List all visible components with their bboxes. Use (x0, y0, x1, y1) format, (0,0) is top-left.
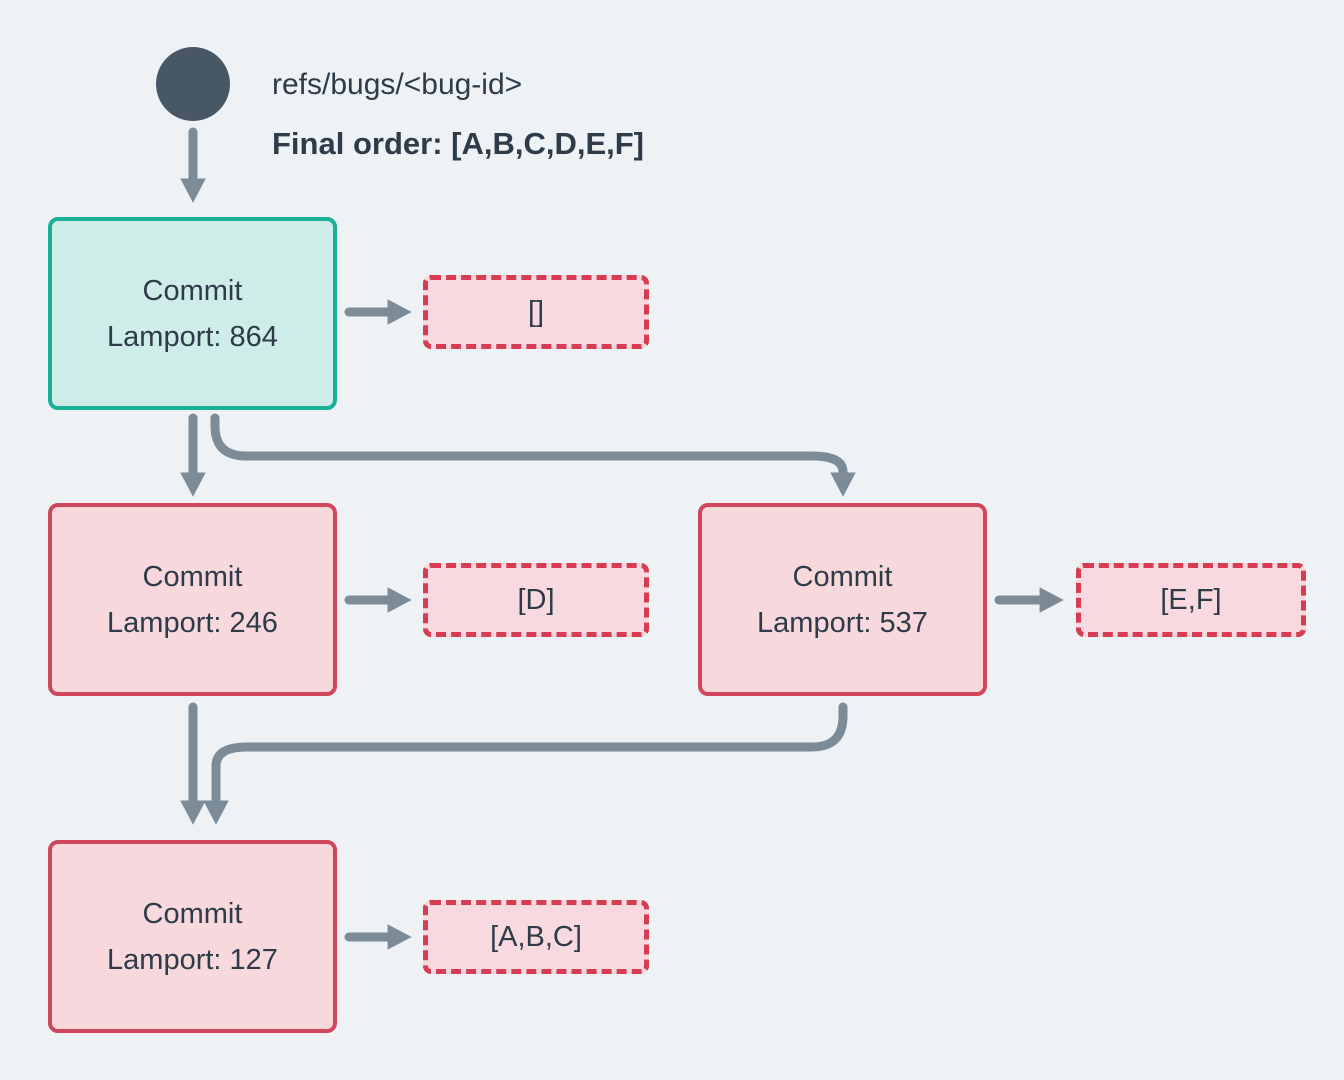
payload-box-864: [] (423, 275, 649, 349)
edge-commit-864-to-commit-537 (210, 413, 856, 497)
edge-commit-537-to-commit-127 (203, 702, 848, 825)
commit-title: Commit (792, 560, 893, 593)
final-order-label: Final order: [A,B,C,D,E,F] (272, 126, 644, 161)
branch-ref-dot (156, 47, 230, 121)
payload-box-127: [A,B,C] (423, 900, 649, 974)
lamport-label: Lamport: 864 (107, 320, 278, 353)
commit-node-864: Commit Lamport: 864 (48, 217, 337, 410)
payload-box-537: [E,F] (1076, 563, 1306, 637)
lamport-label: Lamport: 127 (107, 943, 278, 976)
commit-node-537: Commit Lamport: 537 (698, 503, 987, 696)
commit-title: Commit (142, 897, 243, 930)
lamport-label: Lamport: 246 (107, 606, 278, 639)
payload-box-246: [D] (423, 563, 649, 637)
commit-node-246: Commit Lamport: 246 (48, 503, 337, 696)
lamport-label: Lamport: 537 (757, 606, 928, 639)
commit-title: Commit (142, 560, 243, 593)
commit-node-127: Commit Lamport: 127 (48, 840, 337, 1033)
commit-title: Commit (142, 274, 243, 307)
branch-ref-label: refs/bugs/<bug-id> (272, 68, 523, 101)
